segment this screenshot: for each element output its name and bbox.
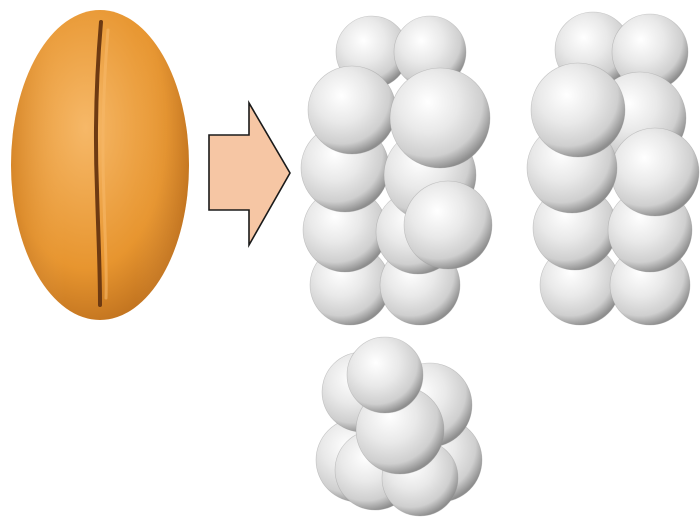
sphere-cluster-model-front-icon (301, 16, 492, 325)
sphere-icon (404, 181, 492, 269)
wheat-grain-icon (11, 10, 189, 320)
sphere-icon (611, 128, 699, 216)
sphere-icon (531, 63, 625, 157)
sphere-icon (308, 66, 396, 154)
sphere-cluster-model-side-icon (527, 12, 699, 325)
sphere-icon (347, 337, 423, 413)
sphere-cluster-model-top-icon (316, 337, 482, 516)
arrow-right-icon (209, 103, 290, 245)
sphere-icon (390, 68, 490, 168)
